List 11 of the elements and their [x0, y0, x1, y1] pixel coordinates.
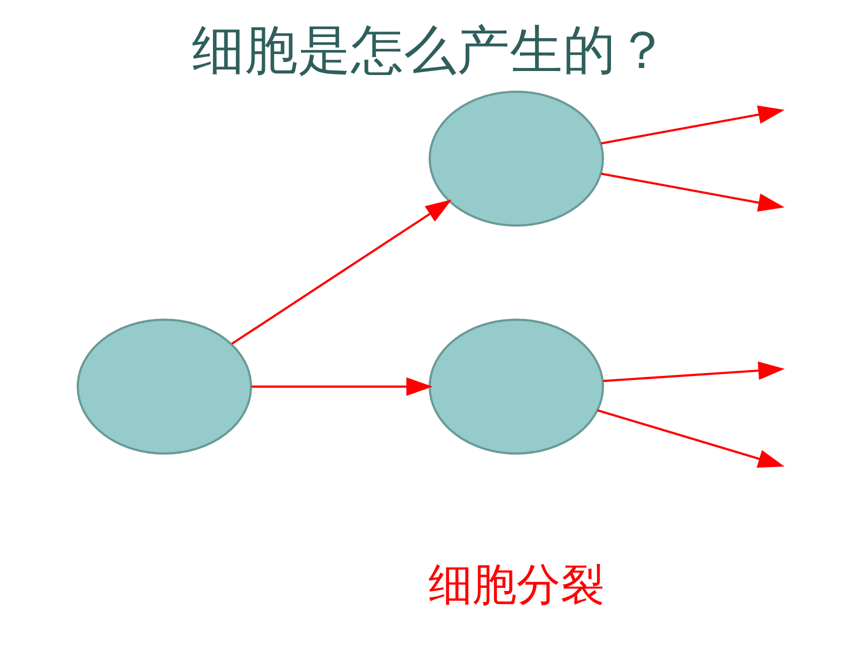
node-circle [76, 318, 252, 455]
arrow [600, 172, 784, 212]
node-circle [428, 90, 604, 227]
arrow [230, 199, 452, 345]
diagram-title: 细胞是怎么产生的？ [192, 20, 668, 82]
node-circle [428, 318, 604, 455]
arrow [602, 361, 784, 382]
arrow [251, 377, 432, 396]
arrow [596, 409, 784, 468]
label: 细胞分裂 [428, 559, 604, 610]
arrow [600, 106, 784, 145]
